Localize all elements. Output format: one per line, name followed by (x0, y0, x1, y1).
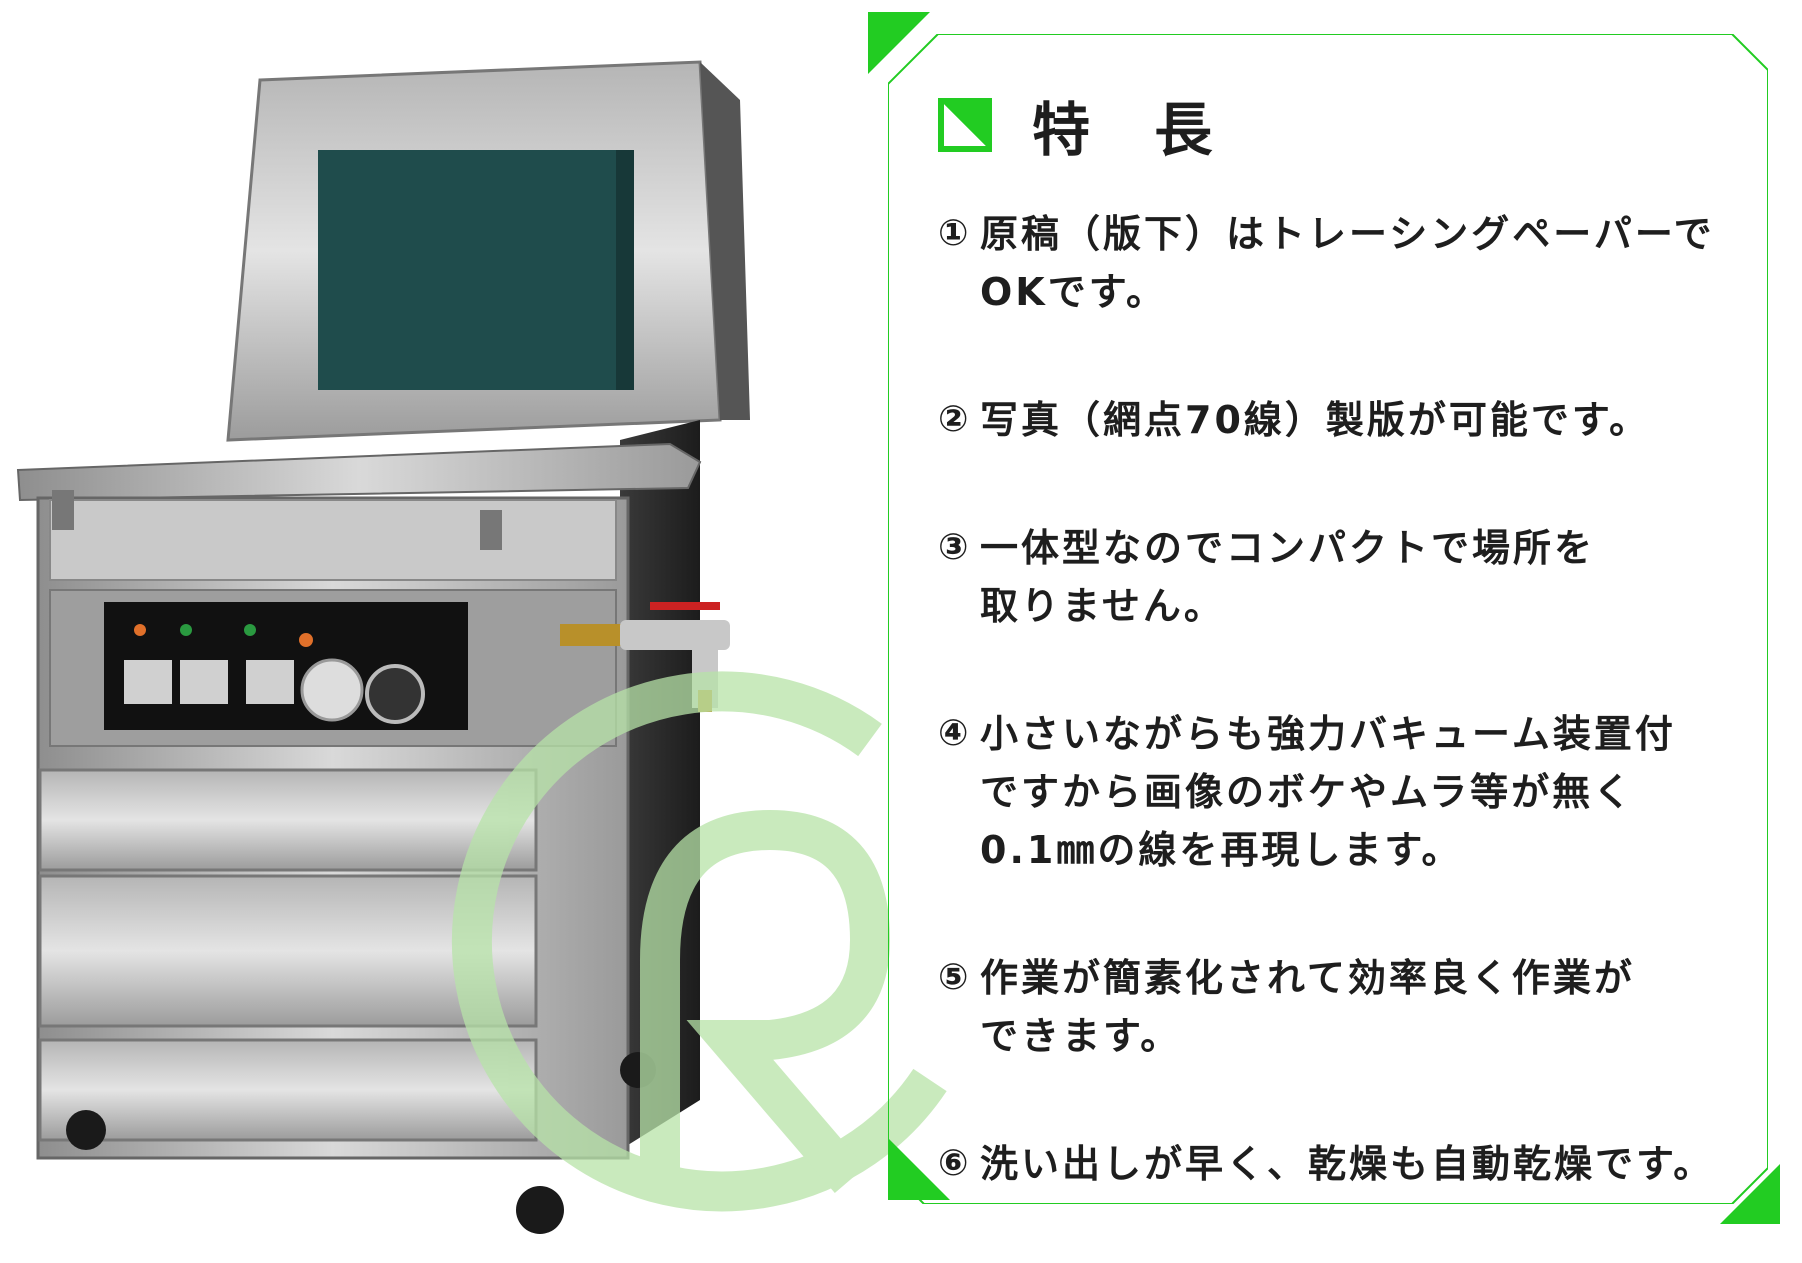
feature-item: ⑤ 作業が簡素化されて効率良く作業が できます。 (938, 949, 1738, 1065)
page-title: 特 長 (1032, 96, 1235, 164)
feature-text: 一体型なのでコンパクトで場所を 取りません。 (980, 526, 1596, 628)
feature-text: 写真（網点70線）製版が可能です。 (980, 398, 1651, 442)
feature-number: ② (938, 399, 969, 440)
green-triangle-square-icon (938, 98, 992, 152)
feature-item: ② 写真（網点70線）製版が可能です。 (938, 391, 1738, 449)
feature-list: ① 原稿（版下）はトレーシングペーパーで OKです。 ② 写真（網点70線）製版… (938, 205, 1738, 1263)
feature-text: 小さいながらも強力バキューム装置付 ですから画像のボケやムラ等が無く 0.1㎜の… (980, 712, 1676, 872)
features-heading: 特 長 (938, 90, 1234, 164)
feature-number: ④ (938, 713, 969, 754)
corner-accent-bottom-right (1720, 1164, 1780, 1224)
feature-text: 洗い出しが早く、乾燥も自動乾燥です。 (980, 1142, 1715, 1186)
feature-number: ③ (938, 527, 969, 568)
panel-border (888, 34, 1768, 1204)
feature-number: ⑤ (938, 957, 969, 998)
watermark-logo-icon (451, 671, 947, 1212)
feature-text: 原稿（版下）はトレーシングペーパーで OKです。 (980, 212, 1715, 314)
feature-item: ③ 一体型なのでコンパクトで場所を 取りません。 (938, 519, 1738, 635)
feature-item: ① 原稿（版下）はトレーシングペーパーで OKです。 (938, 205, 1738, 321)
corner-accent-top-left (868, 12, 930, 74)
feature-text: 作業が簡素化されて効率良く作業が できます。 (980, 956, 1635, 1058)
corner-accent-bottom-left (888, 1138, 950, 1200)
feature-item: ⑥ 洗い出しが早く、乾燥も自動乾燥です。 (938, 1135, 1738, 1193)
feature-number: ① (938, 213, 969, 254)
feature-item: ④ 小さいながらも強力バキューム装置付 ですから画像のボケやムラ等が無く 0.1… (938, 705, 1738, 879)
feature-number: ⑥ (938, 1143, 969, 1184)
feature-panel (888, 34, 1768, 1204)
